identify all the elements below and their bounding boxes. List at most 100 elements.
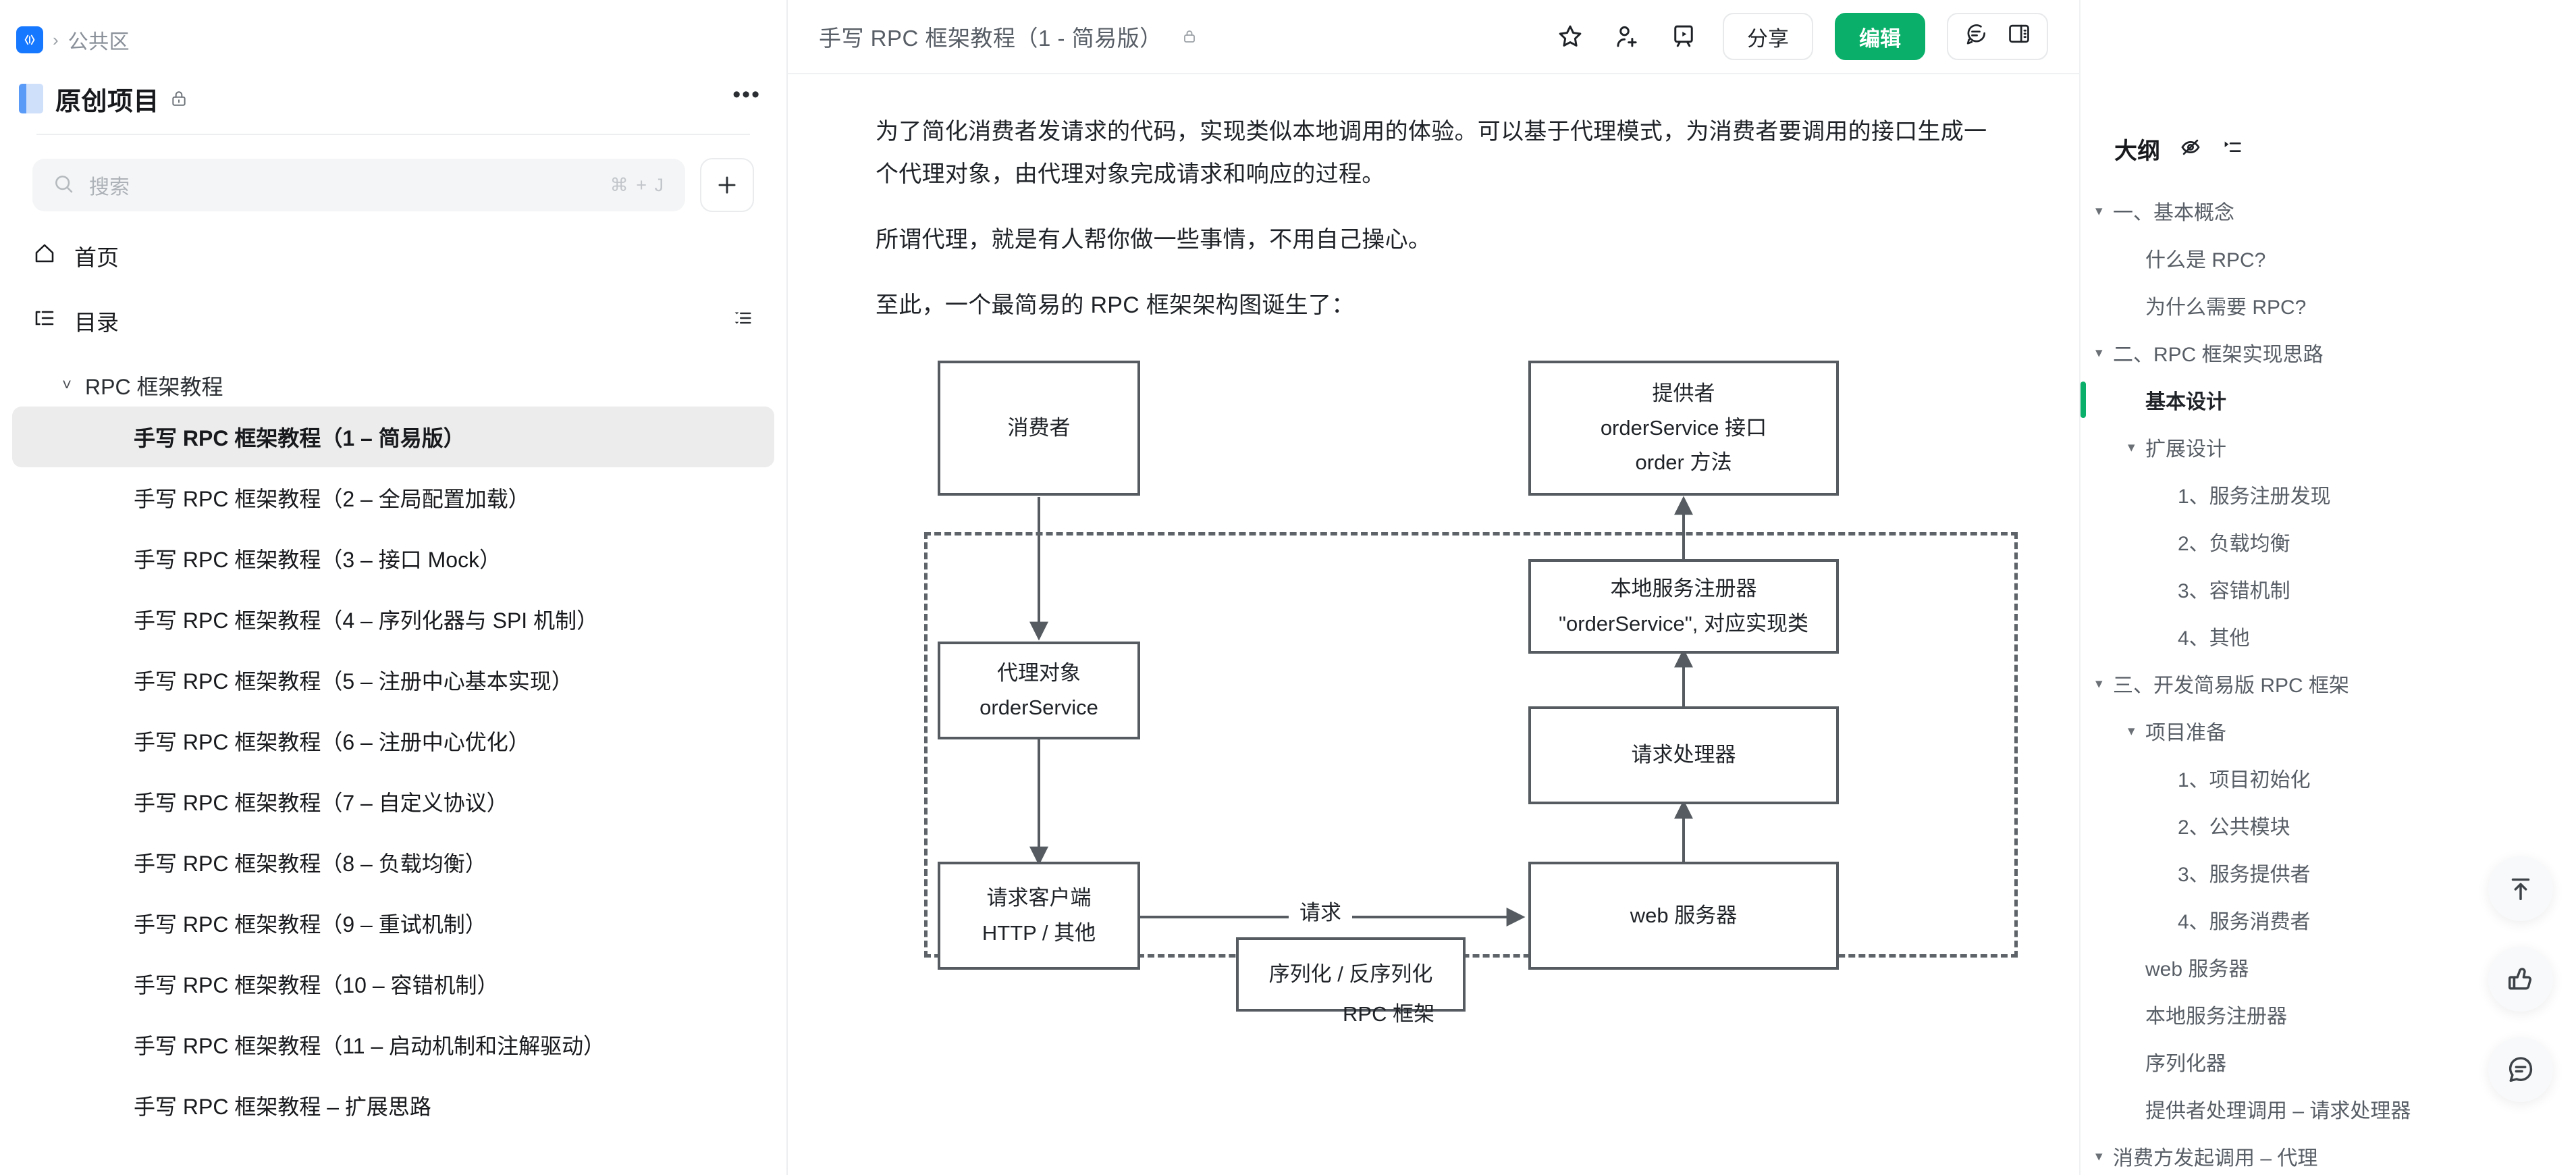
outline-panel: 大纲 ▾一、基本概念▾什么是 RPC?▾为什么需要 RPC?▾二、RPC 框架实… [2079, 0, 2576, 1175]
outline-item[interactable]: ▾2、负载均衡 [2081, 518, 2576, 565]
sidebar-item-home[interactable]: 首页 [0, 227, 786, 285]
comment-bubble-icon[interactable] [2488, 1037, 2553, 1102]
sidebar-document-item[interactable]: 手写 RPC 框架教程 – 扩展思路 [134, 1095, 431, 1119]
list-icon [32, 306, 57, 336]
outline-item-label: 4、服务消费者 [2178, 911, 2311, 933]
outline-item[interactable]: ▾4、服务消费者 [2081, 896, 2576, 943]
star-icon[interactable] [1553, 19, 1588, 54]
project-title: 原创项目 [55, 87, 160, 116]
sidebar-document-item[interactable]: 手写 RPC 框架教程（6 – 注册中心优化） [134, 730, 530, 754]
diagram-caption: RPC 框架 [1343, 1001, 1435, 1026]
outline-item[interactable]: ▾为什么需要 RPC? [2081, 282, 2576, 329]
thumbs-up-icon[interactable] [2488, 947, 2553, 1012]
outline-item-label: 二、RPC 框架实现思路 [2113, 344, 2324, 366]
diagram-node-consumer: 消费者 [938, 360, 1140, 496]
sidebar-document-item[interactable]: 手写 RPC 框架教程（5 – 注册中心基本实现） [134, 669, 573, 694]
collapse-list-icon[interactable] [731, 307, 754, 335]
tree-group-rpc[interactable]: ˅ RPC 框架教程 [0, 365, 786, 407]
outline-item[interactable]: ▾3、服务提供者 [2081, 849, 2576, 896]
breadcrumb[interactable]: › 公共区 [0, 16, 786, 63]
outline-header: 大纲 [2081, 132, 2576, 165]
outline-item[interactable]: ▾提供者处理调用 – 请求处理器 [2081, 1085, 2576, 1132]
outline-item[interactable]: ▾什么是 RPC? [2081, 234, 2576, 282]
comment-icon[interactable] [1963, 21, 1989, 52]
add-member-icon[interactable] [1609, 19, 1644, 54]
sidebar-document-item[interactable]: 手写 RPC 框架教程（7 – 自定义协议） [134, 791, 508, 815]
side-panel-icon[interactable] [2006, 21, 2032, 52]
outline-item[interactable]: ▾3、容错机制 [2081, 565, 2576, 612]
outline-item-label: 基本设计 [2145, 391, 2226, 413]
workspace-logo-icon[interactable] [16, 26, 43, 53]
sidebar-document-item[interactable]: 手写 RPC 框架教程（3 – 接口 Mock） [134, 548, 502, 572]
sidebar-document-item[interactable]: 手写 RPC 框架教程（4 – 序列化器与 SPI 机制） [134, 608, 599, 633]
outline-item[interactable]: ▾基本设计 [2081, 376, 2576, 423]
chevron-down-icon[interactable]: ˅ [62, 376, 72, 394]
outline-list: ▾一、基本概念▾什么是 RPC?▾为什么需要 RPC?▾二、RPC 框架实现思路… [2081, 187, 2576, 1175]
chevron-down-icon[interactable]: ▾ [2128, 439, 2135, 455]
outline-item-label: 消费方发起调用 – 代理 [2113, 1147, 2318, 1170]
sidebar-item-home-label: 首页 [74, 245, 119, 270]
outline-item-label: 为什么需要 RPC? [2145, 296, 2307, 319]
outline-item[interactable]: ▾项目准备 [2081, 707, 2576, 754]
sidebar-document-item[interactable]: 手写 RPC 框架教程（11 – 启动机制和注解驱动） [134, 1034, 606, 1058]
document-tree: ˅ RPC 框架教程 手写 RPC 框架教程（1 – 简易版） 手写 RPC 框架… [0, 365, 786, 1136]
search-placeholder: 搜索 [89, 176, 130, 199]
outline-item[interactable]: ▾一、基本概念 [2081, 187, 2576, 234]
outline-item[interactable]: ▾本地服务注册器 [2081, 991, 2576, 1038]
collapse-outline-icon[interactable] [2221, 136, 2244, 162]
outline-title: 大纲 [2114, 138, 2160, 164]
node-line: 序列化 / 反序列化 [1268, 962, 1433, 986]
add-document-button[interactable] [700, 158, 754, 212]
diagram-node-request-handler: 请求处理器 [1528, 706, 1839, 804]
lock-icon [170, 88, 188, 109]
eye-off-icon[interactable] [2179, 136, 2202, 162]
node-line: orderService 接口 [1600, 415, 1767, 440]
present-icon[interactable] [1666, 19, 1701, 54]
outline-item[interactable]: ▾三、开发简易版 RPC 框架 [2081, 660, 2576, 707]
chevron-down-icon[interactable]: ▾ [2128, 723, 2135, 739]
breadcrumb-separator-icon: › [53, 30, 59, 50]
chevron-down-icon[interactable]: ▾ [2095, 675, 2103, 691]
outline-item[interactable]: ▾2、公共模块 [2081, 802, 2576, 849]
node-line: order 方法 [1635, 450, 1732, 475]
outline-item[interactable]: ▾序列化器 [2081, 1038, 2576, 1085]
node-line: web 服务器 [1630, 903, 1738, 927]
share-button[interactable]: 分享 [1723, 13, 1813, 60]
sidebar-document-item[interactable]: 手写 RPC 框架教程（2 – 全局配置加载） [134, 487, 530, 511]
sidebar-document-item[interactable]: 手写 RPC 框架教程（10 – 容错机制） [134, 973, 499, 997]
document-body: 为了简化消费者发请求的代码，实现类似本地调用的体验。可以基于代理模式，为消费者要… [788, 74, 2079, 1106]
document-pane: 手写 RPC 框架教程（1 - 简易版） [788, 0, 2079, 1175]
breadcrumb-workspace[interactable]: 公共区 [68, 31, 130, 53]
chevron-down-icon[interactable]: ▾ [2095, 344, 2103, 361]
edit-button[interactable]: 编辑 [1835, 13, 1925, 60]
outline-item[interactable]: ▾1、服务注册发现 [2081, 471, 2576, 518]
project-more-button[interactable]: ••• [732, 82, 761, 108]
outline-item[interactable]: ▾web 服务器 [2081, 943, 2576, 991]
rpc-architecture-diagram: 消费者 提供者 orderService 接口 order 方法 代理对象 or… [911, 350, 2018, 1106]
outline-item[interactable]: ▾1、项目初始化 [2081, 754, 2576, 802]
node-line: HTTP / 其他 [982, 920, 1096, 945]
sidebar-document-item[interactable]: 手写 RPC 框架教程（9 – 重试机制） [134, 912, 487, 937]
sidebar-divider [36, 134, 750, 135]
sidebar-document-item[interactable]: 手写 RPC 框架教程（1 – 简易版） [12, 407, 774, 467]
outline-item-label: 3、容错机制 [2178, 580, 2290, 602]
chevron-down-icon[interactable]: ▾ [2095, 1148, 2103, 1164]
outline-item-label: 3、服务提供者 [2178, 864, 2311, 886]
project-header[interactable]: 原创项目 ••• [0, 74, 786, 123]
outline-item-label: 2、负载均衡 [2178, 533, 2290, 555]
diagram-edge-label-request: 请求 [1289, 895, 1352, 926]
outline-item[interactable]: ▾ 消费方发起调用 – 代理 [2081, 1132, 2576, 1175]
outline-item[interactable]: ▾扩展设计 [2081, 423, 2576, 471]
outline-item[interactable]: ▾ 二、RPC 框架实现思路 [2081, 329, 2576, 376]
sidebar-item-catalog[interactable]: 目录 [0, 292, 786, 350]
sidebar-document-item[interactable]: 手写 RPC 框架教程（8 – 负载均衡） [134, 852, 487, 876]
scroll-to-top-icon[interactable] [2488, 856, 2553, 921]
chevron-down-icon[interactable]: ▾ [2095, 203, 2103, 219]
outline-item[interactable]: ▾4、其他 [2081, 612, 2576, 660]
node-line: 代理对象 [997, 660, 1081, 685]
diagram-node-web-server: web 服务器 [1528, 861, 1839, 970]
outline-item-label: 什么是 RPC? [2145, 249, 2266, 271]
diagram-node-local-registry: 本地服务注册器 "orderService", 对应实现类 [1528, 558, 1839, 654]
search-input[interactable]: 搜索 ⌘ + J [32, 159, 685, 211]
